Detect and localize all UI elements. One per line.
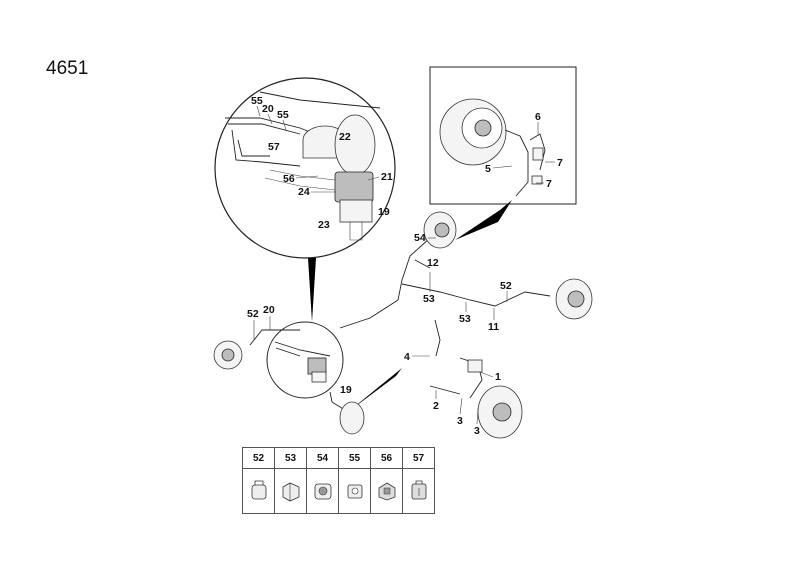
abs-small-detail	[266, 321, 344, 399]
callout-19: 19	[378, 206, 390, 218]
clip-52-icon	[251, 480, 266, 500]
clip-header: 54	[306, 447, 339, 469]
clip-57-icon	[411, 480, 426, 500]
callout-3: 3	[457, 415, 463, 427]
clip-cell	[274, 468, 307, 514]
clip-cell	[306, 468, 339, 514]
callout-5: 5	[485, 163, 491, 175]
callout-21: 21	[381, 171, 393, 183]
callout-52: 52	[500, 280, 512, 292]
callout-20: 20	[262, 103, 274, 115]
clip-header: 57	[402, 447, 435, 469]
drum-pointer-icon	[455, 200, 512, 240]
callout-1: 1	[495, 371, 501, 383]
callout-57: 57	[268, 141, 280, 153]
callout-4: 4	[404, 351, 410, 363]
detail-pointer-icon	[308, 258, 316, 322]
clip-55-icon	[347, 484, 362, 499]
diagram-number: 4651	[46, 58, 89, 79]
small-detail-pointer-icon	[348, 368, 402, 412]
brake-hose-assembly	[429, 319, 483, 399]
callout-7: 7	[557, 157, 563, 169]
clip-header: 53	[274, 447, 307, 469]
clip-56-icon	[378, 482, 395, 501]
clip-reference-table: 52 53 54 55 56 57	[242, 447, 435, 514]
callout-2: 2	[433, 400, 439, 412]
clip-header: 55	[338, 447, 371, 469]
callout-19: 19	[340, 384, 352, 396]
callout-54: 54	[414, 232, 426, 244]
callout-11: 11	[488, 321, 499, 333]
callout-7: 7	[546, 178, 552, 190]
callout-3: 3	[474, 425, 480, 437]
callout-55: 55	[251, 95, 263, 107]
callout-53: 53	[423, 293, 435, 305]
callout-12: 12	[427, 257, 439, 269]
front-left-rotor	[339, 401, 365, 435]
clip-cell	[402, 468, 435, 514]
callout-23: 23	[318, 219, 330, 231]
rear-right-drum	[555, 278, 593, 320]
front-left-hub	[213, 340, 243, 370]
callout-53: 53	[459, 313, 471, 325]
drum-brake-detail	[429, 66, 577, 205]
callout-52: 52	[247, 308, 259, 320]
front-right-rotor	[477, 385, 523, 439]
callout-20: 20	[263, 304, 275, 316]
master-cylinder-detail	[214, 77, 396, 259]
callout-56: 56	[283, 173, 295, 185]
callout-labels: 55 20 55 22 57 56 21 24 19 23 6 5 7 7 54…	[247, 95, 563, 437]
callout-22: 22	[339, 131, 351, 143]
clip-header: 56	[370, 447, 403, 469]
callout-24: 24	[298, 186, 310, 198]
clip-53-icon	[282, 482, 299, 502]
clip-cell	[242, 468, 275, 514]
clip-header: 52	[242, 447, 275, 469]
callout-55: 55	[277, 109, 289, 121]
clip-cell	[370, 468, 403, 514]
rear-left-drum	[423, 211, 457, 249]
callout-6: 6	[535, 111, 541, 123]
clip-54-icon	[314, 483, 331, 500]
brake-line-routing	[249, 237, 551, 411]
clip-cell	[338, 468, 371, 514]
